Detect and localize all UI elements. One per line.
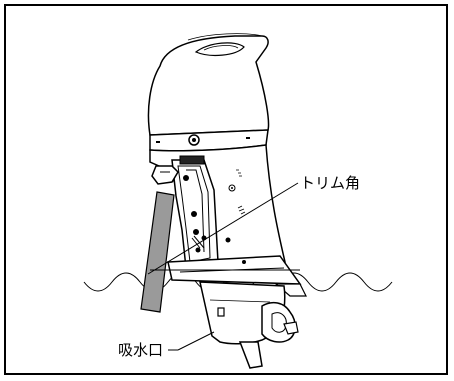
skeg xyxy=(238,341,263,369)
water-intake-label: 吸水口 xyxy=(118,341,164,359)
trim-angle-leader-line xyxy=(147,182,299,275)
trim-angle-label: トリム角 xyxy=(300,174,361,192)
water-intake-slot xyxy=(217,307,225,317)
boat-transom xyxy=(140,191,175,313)
water-intake-leader-line xyxy=(177,331,215,351)
clamp-handle xyxy=(151,165,179,185)
engine-cowling xyxy=(147,35,270,136)
